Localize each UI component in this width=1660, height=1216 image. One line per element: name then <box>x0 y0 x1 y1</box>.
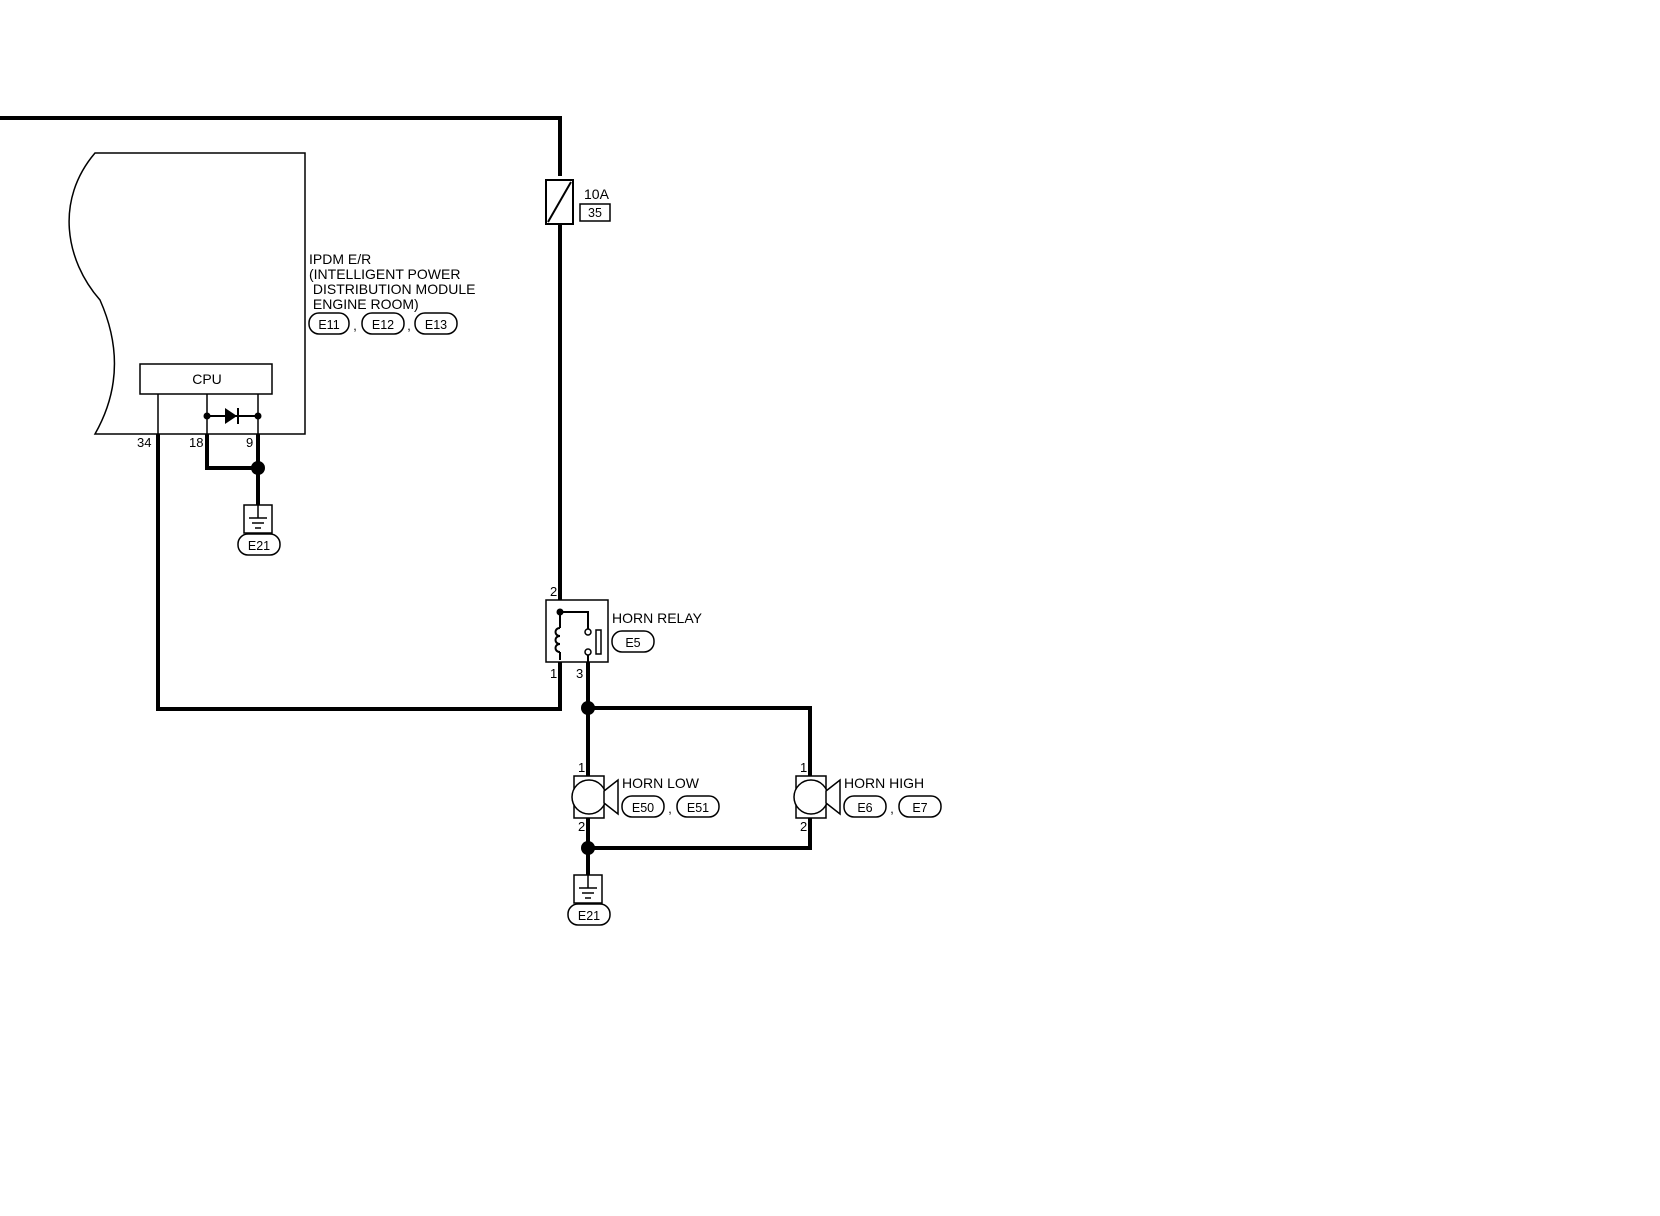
horn-relay-connector-box <box>611 630 655 653</box>
fuse-rating: 10A <box>584 186 610 202</box>
cpu-block: CPU <box>139 363 273 395</box>
horn-high-pin-2: 2 <box>800 819 807 834</box>
ipdm-title-line-3: DISTRIBUTION MODULE <box>309 281 475 297</box>
return-junction-dot <box>581 841 595 855</box>
ground-top-connector: E21 <box>248 539 270 553</box>
pin18-ground-wire <box>205 434 258 470</box>
relay-pin-1: 1 <box>550 666 557 681</box>
ipdm-pin-18: 18 <box>189 435 203 450</box>
ground-symbol-top: E21 <box>237 504 281 556</box>
relay-pin-3: 3 <box>576 666 583 681</box>
horn-low-pin-1: 1 <box>578 760 585 775</box>
separator-comma: , <box>353 319 356 333</box>
ground-bottom-connector: E21 <box>578 909 600 923</box>
horn-high-return-wire <box>588 818 812 850</box>
fuse-number: 35 <box>588 206 602 220</box>
connector-e11: E11 <box>318 318 339 332</box>
relay-pin-2: 2 <box>550 584 557 599</box>
ipdm-pin-9: 9 <box>246 435 253 450</box>
junction-dot <box>203 412 211 420</box>
horn-low-label: HORN LOW <box>622 775 700 791</box>
separator-comma: , <box>668 802 671 816</box>
horn-high-connector-e6: E6 <box>857 801 872 815</box>
ipdm-pin-34: 34 <box>137 435 151 450</box>
horn-high-connector-box-1 <box>843 795 887 818</box>
diode-icon <box>225 408 239 424</box>
connector-e12: E12 <box>372 318 394 332</box>
junction-dot <box>254 412 262 420</box>
horn-high-icon <box>825 778 841 816</box>
horn-low-connector-box-1 <box>621 795 665 818</box>
pin34-to-relay-wire <box>156 434 562 711</box>
horn-low-connector-box-2 <box>676 795 720 818</box>
horn-low-icon <box>603 778 619 816</box>
horn-low-pin-2: 2 <box>578 819 585 834</box>
horn-relay-label: HORN RELAY <box>612 610 703 626</box>
horn-high-connector-e7: E7 <box>912 801 927 815</box>
ground-symbol-bottom: E21 <box>567 874 611 926</box>
ipdm-title-line-2: (INTELLIGENT POWER <box>309 266 460 282</box>
horn-relay-connector: E5 <box>625 636 640 650</box>
ground-junction-dot <box>251 461 265 475</box>
main-power-wire <box>0 116 562 176</box>
ipdm-title-line-4: ENGINE ROOM) <box>309 296 419 312</box>
separator-comma: , <box>407 319 410 333</box>
horn-low-connector-e50: E50 <box>632 801 654 815</box>
horn-high-connector-box-2 <box>898 795 942 818</box>
cpu-label: CPU <box>192 371 222 387</box>
fuse-10a: 10A 35 <box>545 179 611 225</box>
connector-e13: E13 <box>425 318 447 332</box>
horn-low-connector-e51: E51 <box>687 801 709 815</box>
horn-high-feed-wire <box>588 706 812 776</box>
horn-high-label: HORN HIGH <box>844 775 924 791</box>
feed-junction-dot <box>581 701 595 715</box>
horn-high <box>793 775 841 819</box>
ipdm-connectors: E11 , E12 , E13 <box>308 312 458 335</box>
horn-high-pin-1: 1 <box>800 760 807 775</box>
horn-relay <box>545 599 609 663</box>
horn-low <box>571 775 619 819</box>
separator-comma: , <box>890 802 893 816</box>
ipdm-module-outline <box>68 152 306 435</box>
ipdm-title: IPDM E/R (INTELLIGENT POWER DISTRIBUTION… <box>309 251 475 312</box>
ipdm-title-line-1: IPDM E/R <box>309 251 371 267</box>
